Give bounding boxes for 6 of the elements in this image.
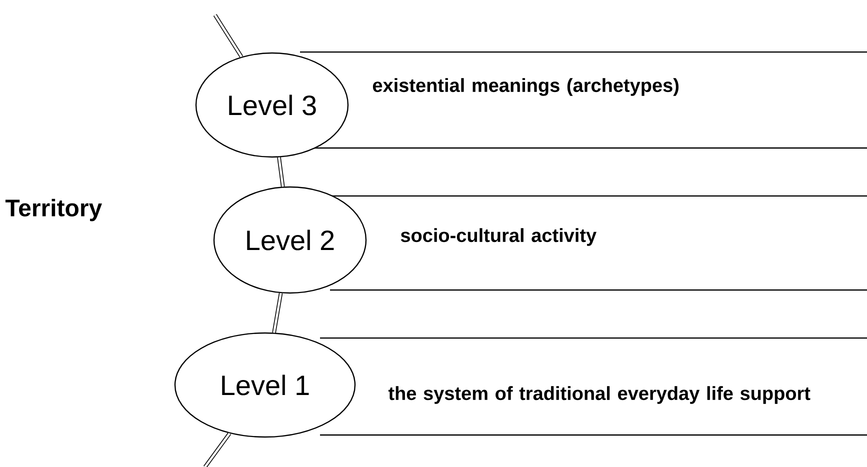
- text-band: the system of traditional everyday life support: [320, 337, 867, 436]
- double-line-connector: [203, 432, 232, 467]
- double-line-connector: [272, 292, 283, 333]
- double-line-connector: [277, 157, 285, 187]
- double-line-connector: [213, 14, 244, 58]
- side-label: Territory: [5, 198, 102, 222]
